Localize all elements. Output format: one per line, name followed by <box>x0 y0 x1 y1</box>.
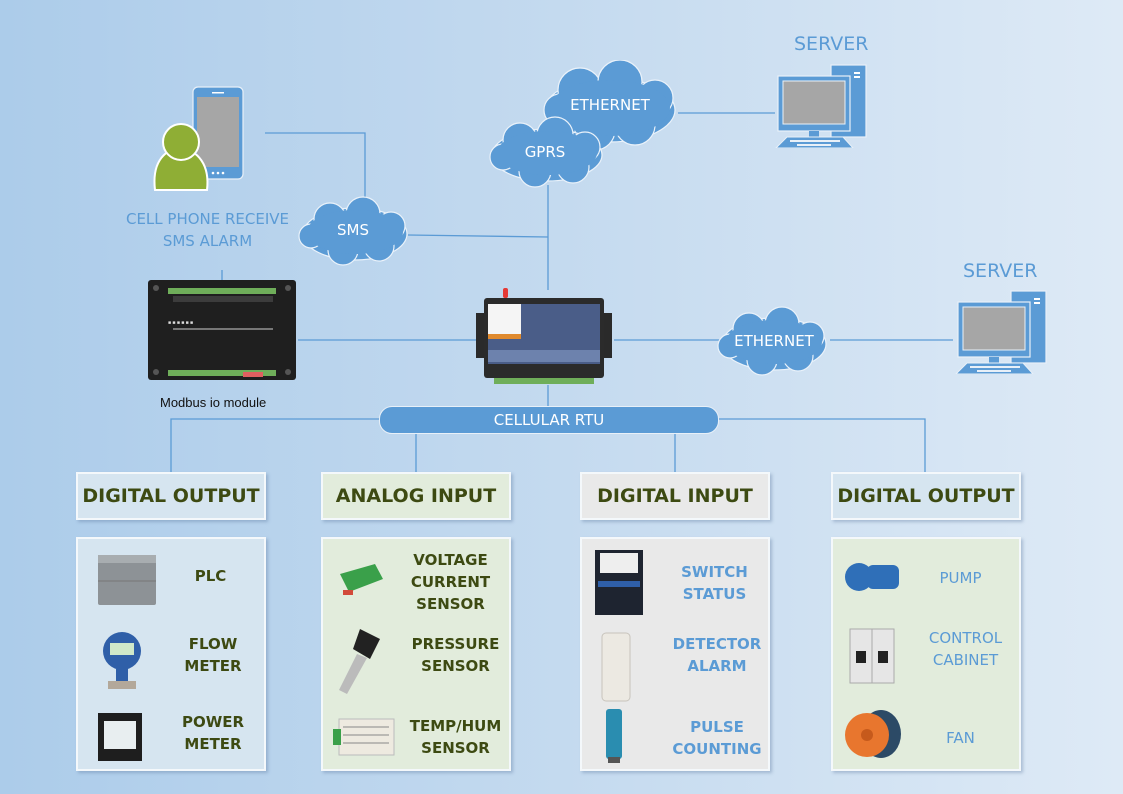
ethernet-cloud-label: ETHERNET <box>570 96 650 114</box>
server-title-right: SERVER <box>963 260 1038 282</box>
server-title-top: SERVER <box>794 33 869 55</box>
sms-gateway-line <box>407 234 549 238</box>
pump-icon <box>845 563 899 591</box>
gprs-cloud-icon[interactable] <box>485 115 610 190</box>
sms-cloud-label: SMS <box>337 221 369 239</box>
category-header-digital-output: DIGITAL OUTPUT <box>76 472 266 520</box>
plc-icon <box>98 555 156 605</box>
item-label-switch-status: SWITCH STATUS <box>681 563 748 603</box>
category-panel-analog-input: VOLTAGE CURRENT SENSOR PRESSURE SENSOR T… <box>321 537 511 771</box>
ethernet-cloud-label: ETHERNET <box>734 332 814 350</box>
category-header-analog-input: ANALOG INPUT <box>321 472 511 520</box>
cellular-rtu-bar[interactable]: CELLULAR RTU <box>379 406 719 434</box>
gprs-cloud-label: GPRS <box>524 143 566 161</box>
modbus-io-module-image[interactable]: ■ ■ ■ ■ ■ ■ <box>148 280 296 385</box>
item-label-temp-hum-sensor: TEMP/HUM SENSOR <box>409 717 502 757</box>
item-label-detector-alarm: DETECTOR ALARM <box>672 635 762 675</box>
item-label-control-cabinet: CONTROL CABINET <box>928 629 1003 669</box>
server-computer-icon[interactable] <box>955 288 1050 374</box>
item-label-pressure-sensor: PRESSURE SENSOR <box>411 635 500 675</box>
detector-icon <box>601 632 631 702</box>
voltage-current-sensor-icon <box>340 564 383 595</box>
control-cabinet-icon <box>849 628 895 684</box>
bar-right-line <box>716 418 926 472</box>
item-label-power-meter: POWER METER <box>181 713 245 753</box>
sms-cloud-icon[interactable] <box>295 194 415 269</box>
pulse-counter-icon <box>606 709 622 763</box>
category-panel-digital-output: PLC FLOW METER POWER METER <box>76 537 266 771</box>
ethernet-cloud-icon[interactable] <box>714 306 834 381</box>
category-panel-digital-input: SWITCH STATUS DETECTOR ALARM PULSE COUNT… <box>580 537 770 771</box>
flow-meter-icon <box>103 632 141 689</box>
contactor-icon <box>595 550 643 615</box>
fan-icon <box>845 710 901 758</box>
pressure-sensor-icon <box>339 629 380 694</box>
phone-sms-line <box>265 132 366 200</box>
modbus-module-caption: Modbus io module <box>160 395 267 410</box>
item-label-voltage-current-sensor: VOLTAGE CURRENT SENSOR <box>410 551 491 613</box>
item-label-pulse-counting: PULSE COUNTING <box>672 718 762 758</box>
item-label-fan: FAN <box>946 729 975 747</box>
item-label-plc: PLC <box>194 567 227 585</box>
server-computer-icon[interactable] <box>775 62 870 148</box>
category-header-digital-output: DIGITAL OUTPUT <box>831 472 1021 520</box>
category-panel-digital-output-2: PUMP CONTROL CABINET FAN <box>831 537 1021 771</box>
category-header-digital-input: DIGITAL INPUT <box>580 472 770 520</box>
power-meter-icon <box>98 713 142 761</box>
item-label-pump: PUMP <box>939 569 982 587</box>
temp-hum-sensor-icon <box>333 718 395 756</box>
bar-left-line <box>170 418 380 472</box>
item-label-flow-meter: FLOW METER <box>184 635 242 675</box>
svg-text:■ ■ ■ ■ ■ ■: ■ ■ ■ ■ ■ ■ <box>168 320 193 326</box>
cell-phone-label: CELL PHONE RECEIVE SMS ALARM <box>125 210 290 250</box>
cellular-rtu-device-image[interactable] <box>474 288 614 386</box>
ethernet-cloud-icon[interactable] <box>535 60 685 155</box>
cell-phone-person-icon[interactable] <box>150 85 250 200</box>
